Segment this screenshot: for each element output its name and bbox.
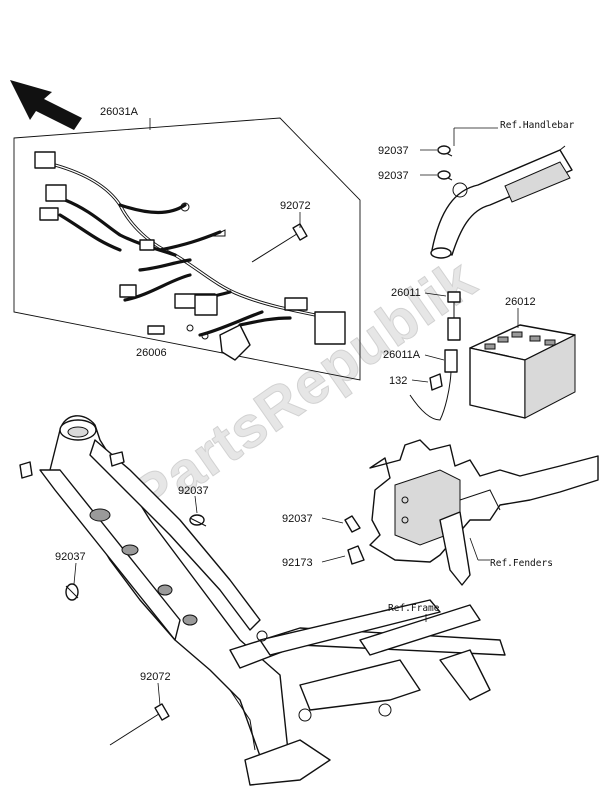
front-direction-arrow-icon xyxy=(10,80,82,130)
harness-connector xyxy=(34,151,56,169)
label-harness: 26031A xyxy=(100,106,139,118)
label-ref-fenders: Ref.Fenders xyxy=(490,558,553,569)
connector-26006 xyxy=(147,325,165,335)
cable-tie-92072-top xyxy=(251,223,308,263)
wiring-harness xyxy=(34,151,346,361)
label-ref-handlebar: Ref.Handlebar xyxy=(500,120,575,131)
label-clamp-frame-right: 92037 xyxy=(178,485,209,497)
label-fuse-lower: 26011A xyxy=(383,349,421,361)
label-fuse-upper: 26011 xyxy=(391,287,421,299)
label-clamp-2: 92037 xyxy=(378,170,409,182)
label-tie-top: 92072 xyxy=(280,200,311,212)
label-tie-bottom: 92072 xyxy=(140,671,171,683)
harness-inset-box xyxy=(13,117,361,381)
label-clamp-fender: 92037 xyxy=(282,513,313,525)
label-clip-fender: 92173 xyxy=(282,557,313,569)
label-connector-box: 26006 xyxy=(136,347,167,359)
fuse-assembly xyxy=(409,291,461,421)
label-bolt: 132 xyxy=(389,375,407,387)
frame-clamp-left xyxy=(65,583,79,601)
label-ref-frame: Ref.Frame xyxy=(388,603,440,614)
battery xyxy=(469,324,576,419)
battery-case-fender xyxy=(344,439,599,586)
label-clamp-frame-left: 92037 xyxy=(55,551,86,563)
frame xyxy=(19,415,506,786)
label-battery: 26012 xyxy=(505,296,536,308)
cable-tie-92072-bottom xyxy=(109,703,170,746)
frame-clamp-right xyxy=(189,514,207,527)
handlebar xyxy=(430,145,573,259)
label-clamp-1: 92037 xyxy=(378,145,409,157)
